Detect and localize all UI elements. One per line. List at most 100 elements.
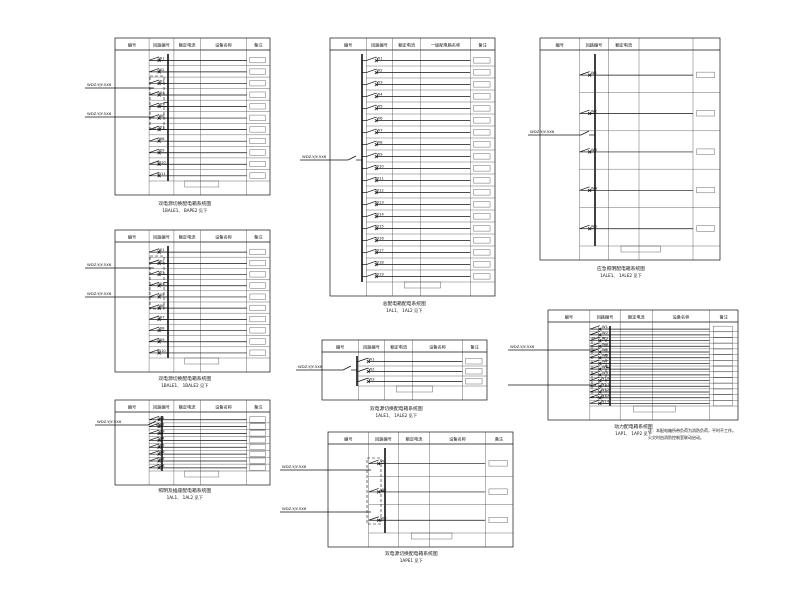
breaker-x — [157, 317, 161, 322]
breaker-x — [366, 369, 371, 374]
feeder-id-W3: W3 — [368, 377, 375, 382]
breaker-x — [157, 174, 161, 178]
meter-box — [620, 245, 661, 253]
breaker-blade — [148, 326, 160, 331]
load-box — [249, 416, 266, 423]
breaker-x — [374, 274, 379, 279]
feeder-id-W7: W7 — [602, 358, 609, 363]
feeder-id-W9: W9 — [376, 152, 383, 157]
panel-caption: 双电源切换配电箱系统图 — [385, 550, 438, 557]
panel-subcaption: 1AL1、 1AL2 见下 — [167, 495, 203, 501]
breaker-blade — [148, 457, 160, 462]
breaker-blade — [148, 79, 160, 84]
load-box — [249, 68, 266, 75]
header-cell: 编号 — [344, 42, 352, 49]
feeder-id-W10: W10 — [375, 164, 384, 169]
load-box — [249, 282, 266, 289]
incoming-cable-label-2: WDZ-YJY-5X6 — [87, 111, 112, 116]
breaker-blade — [366, 272, 377, 277]
breaker-blade — [148, 315, 160, 320]
panel-subcaption: 1ALE1、 1ALE2 见下 — [375, 413, 417, 419]
load-box — [473, 153, 491, 160]
header-cell: 设备名称 — [215, 234, 232, 241]
breaker-x — [587, 111, 592, 116]
breaker-x — [157, 452, 161, 456]
breaker-blade — [148, 102, 160, 107]
feeder-id-W16: W16 — [375, 236, 384, 241]
header-cell: 编号 — [128, 404, 136, 411]
breaker-x — [598, 384, 602, 389]
load-box — [713, 348, 733, 355]
load-box — [249, 450, 266, 457]
breaker-x — [157, 438, 161, 443]
breaker-blade — [366, 80, 377, 85]
panel-p6: 编号回路编号额定电流设备名称备注W1W2W3WDZ-YJY-5X6双电源切换配电… — [296, 339, 488, 419]
breaker-x — [374, 82, 379, 87]
panel-subcaption: 1BALE1、 BAPE2 见下 — [162, 208, 207, 214]
main-switch-blade — [580, 130, 590, 136]
main-switch-blade — [147, 420, 157, 426]
breaker-blade — [148, 436, 160, 441]
breaker-x — [157, 418, 161, 422]
breaker-x — [366, 359, 371, 364]
load-box — [249, 349, 266, 356]
breaker-blade — [366, 104, 377, 109]
load-box — [473, 165, 491, 172]
load-box — [473, 237, 491, 244]
incoming-cable-label: WDZ-YJY-5X6 — [298, 364, 323, 369]
breaker-x — [157, 104, 161, 109]
feeder-id-W10: W10 — [157, 159, 166, 164]
feeder-id-W7: W7 — [158, 314, 165, 319]
breaker-x — [157, 340, 161, 344]
breaker-x — [157, 459, 161, 463]
breaker-x — [374, 70, 379, 75]
breaker-blade — [589, 342, 600, 347]
feeder-id-W2: W2 — [376, 68, 383, 73]
breaker-x — [157, 466, 161, 470]
feeder-id-W8: W8 — [376, 140, 383, 145]
breaker-x — [366, 379, 371, 384]
panel-p4: 编号回路编号额定电流一级配电箱名称备注W1W2W3W4W5W6W7W8W9W10… — [300, 37, 496, 314]
panel-p5: 编号回路编号额定电流W1W2W3W4W5WDZ-YJY-5X6应急照明配电箱系统… — [528, 37, 721, 279]
panel-p3: 编号回路编号额定电流设备名称备注W1W2W3W4W5W6W7W8WDZ-YJY-… — [95, 399, 271, 501]
feeder-id-W15: W15 — [375, 224, 384, 229]
load-box — [249, 161, 266, 167]
load-box — [473, 81, 491, 88]
breaker-blade — [366, 116, 377, 121]
meter-box — [411, 532, 453, 540]
breaker-x — [374, 142, 379, 147]
breaker-blade — [366, 260, 377, 265]
breaker-blade — [148, 248, 160, 253]
feeder-id-W3: W3 — [591, 147, 598, 152]
feeder-id-W2: W2 — [158, 67, 165, 72]
load-box — [713, 360, 733, 367]
breaker-x — [598, 367, 602, 371]
load-box — [696, 225, 715, 232]
header-cell: 设备名称 — [429, 344, 446, 351]
feeder-id-W3: W3 — [376, 80, 383, 85]
load-box — [696, 187, 715, 194]
feeder-id-W2: W2 — [368, 367, 375, 372]
load-box — [713, 343, 733, 349]
load-box — [713, 354, 733, 361]
breaker-x — [376, 518, 381, 522]
panel-subcaption: 1ALE1、 1ALE2 见下 — [600, 273, 642, 279]
header-cell: 额定电流 — [179, 234, 197, 241]
panel-frame — [114, 37, 271, 196]
incoming-cable-label: WDZ-YJY-5X6 — [510, 344, 535, 349]
breaker-blade — [366, 164, 377, 169]
header-cell: 回路编号 — [375, 436, 392, 443]
feeder-id-W1: W1 — [158, 415, 165, 420]
header-cell: 备注 — [470, 344, 479, 351]
panel-caption: 双电源切换配电箱系统图 — [370, 405, 423, 412]
incoming-cable-label: WDZ-YJY-5X6 — [97, 419, 122, 424]
feeder-id-W5: W5 — [602, 347, 609, 352]
breaker-blade — [366, 92, 377, 97]
load-box — [249, 91, 266, 98]
breaker-x — [157, 162, 161, 167]
feeder-id-W1: W1 — [591, 70, 598, 75]
load-box — [249, 137, 266, 144]
load-box — [249, 423, 266, 430]
breaker-x — [598, 373, 602, 377]
breaker-x — [598, 361, 602, 366]
